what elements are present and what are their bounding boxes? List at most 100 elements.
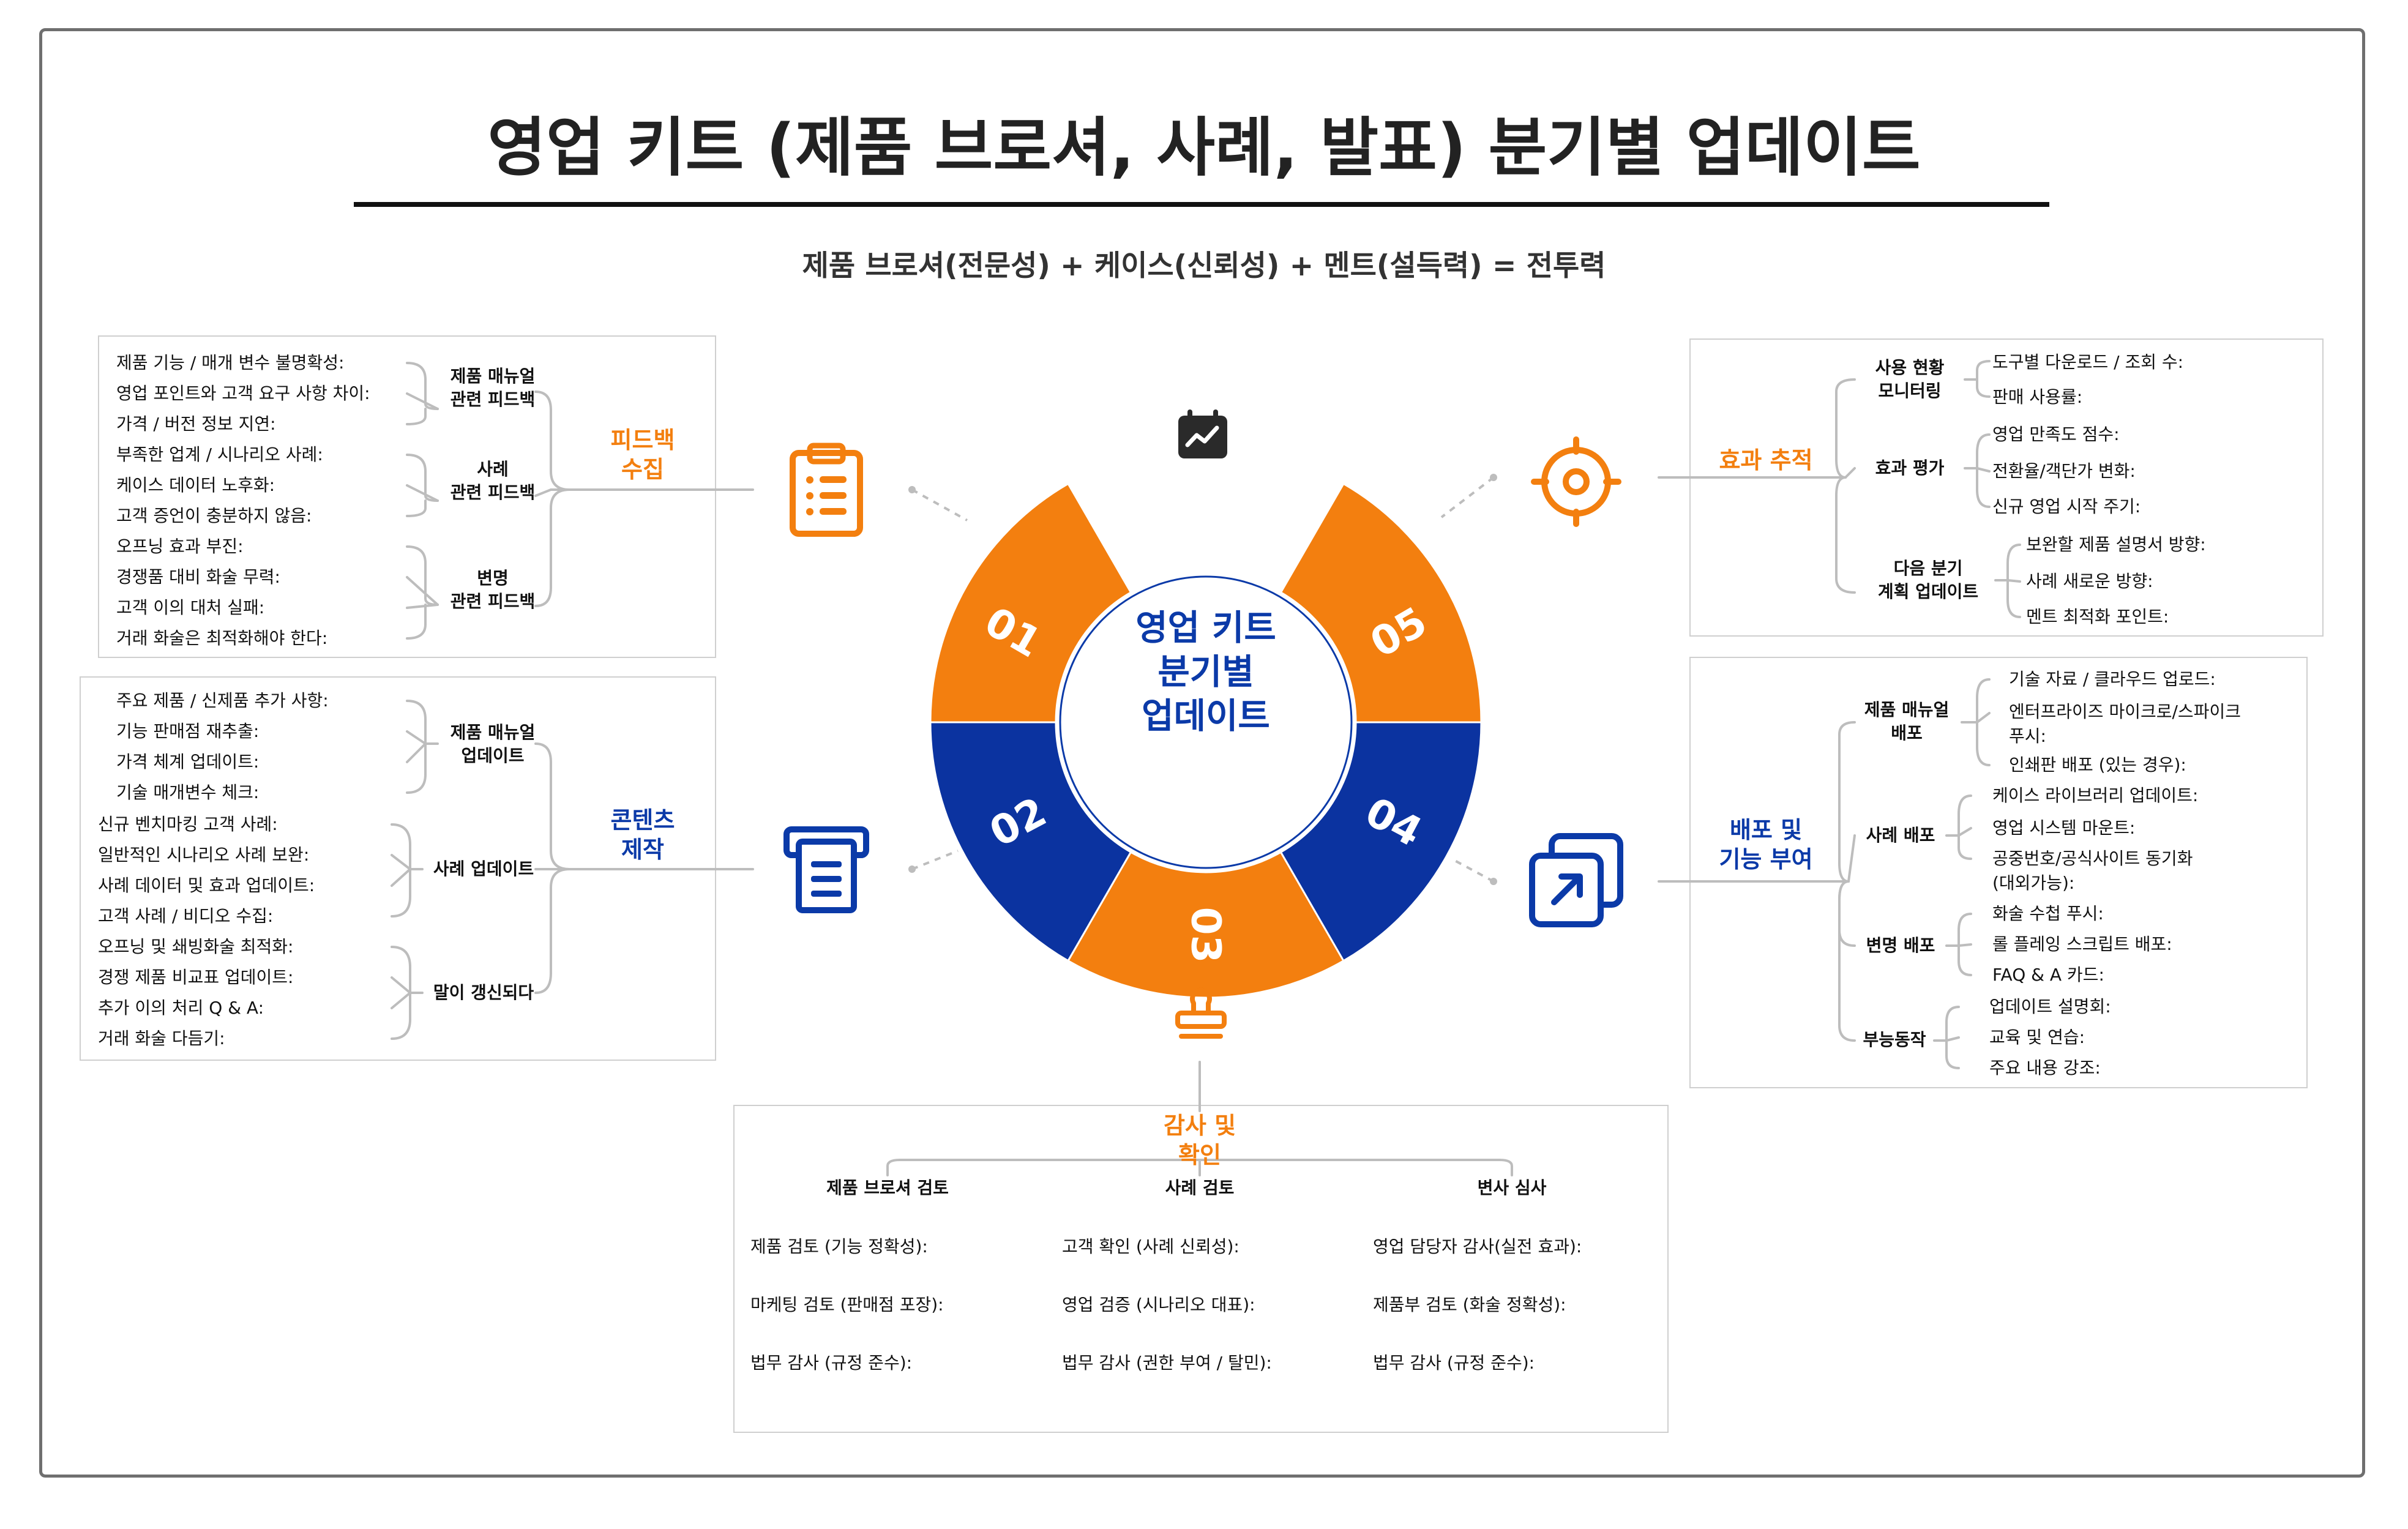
list-item: 오프닝 효과 부진:	[116, 536, 244, 556]
group-label-line: 배포	[1891, 723, 1923, 743]
page-title: 영업 키트 (제품 브로셔, 사례, 발표) 분기별 업데이트	[487, 110, 1921, 185]
list-item: 고객 사례 / 비디오 수집:	[98, 906, 274, 926]
list-item: 케이스 데이터 노후화:	[116, 475, 275, 495]
list-item: 법무 감사 (규정 준수):	[1373, 1353, 1535, 1373]
list-item: 오프닝 및 쇄빙화술 최적화:	[98, 936, 294, 957]
group-label-line: 관련 피드백	[450, 591, 536, 611]
hub-line: 배포 및	[1729, 817, 1803, 843]
list-item: 사례 데이터 및 효과 업데이트:	[98, 875, 315, 895]
hub-line: 효과 추적	[1719, 447, 1813, 474]
group-label-line: 사례	[477, 459, 509, 479]
content-group-label: 제품 매뉴얼 업데이트	[435, 721, 551, 768]
list-item: 법무 감사 (규정 준수):	[750, 1353, 913, 1373]
title-underline	[354, 202, 2049, 207]
list-item: 푸시:	[2009, 726, 2046, 746]
group-label-line: 사례 배포	[1866, 825, 1935, 845]
list-item: 교육 및 연습:	[1989, 1027, 2085, 1047]
group-label-line: 업데이트	[461, 746, 525, 766]
distribution-hub-label: 배포 및 기능 부여	[1705, 815, 1827, 874]
group-label-line: 효과 평가	[1875, 458, 1945, 478]
list-item: 영업 검증 (시나리오 대표):	[1062, 1295, 1255, 1315]
list-item: 제품 검토 (기능 정확성):	[750, 1236, 928, 1257]
group-label-line: 사용 현황	[1875, 357, 1945, 378]
list-item: 가격 / 버전 정보 지연:	[116, 414, 276, 434]
list-item: 기술 매개변수 체크:	[116, 782, 260, 802]
hub-line: 피드백	[610, 427, 675, 454]
formula-subtitle: 제품 브로셔(전문성) + 케이스(신뢰성) + 멘트(설득력) = 전투력	[802, 249, 1606, 283]
list-item: 영업 담당자 감사(실전 효과):	[1373, 1236, 1582, 1257]
feedback-group-label: 변명 관련 피드백	[435, 567, 551, 613]
center-label: 영업 키트 분기별 업데이트	[1065, 606, 1347, 738]
feedback-group-label: 사례 관련 피드백	[435, 458, 551, 504]
list-item: 추가 이의 처리 Q & A:	[98, 998, 264, 1018]
group-label-line: 사례 업데이트	[433, 859, 534, 879]
content-group-label: 사례 업데이트	[422, 858, 545, 881]
distribution-group-label: 부능동작	[1855, 1028, 1934, 1052]
list-item: 주요 제품 / 신제품 추가 사항:	[116, 690, 329, 711]
tracking-group-label: 효과 평가	[1855, 457, 1965, 480]
list-item: 제품부 검토 (화술 정확성):	[1373, 1295, 1566, 1315]
group-label-line: 모니터링	[1878, 381, 1942, 401]
calendar-chart-icon	[1178, 409, 1227, 458]
list-item: 부족한 업계 / 시나리오 사례:	[116, 444, 323, 465]
clipboard-list-icon	[790, 443, 863, 537]
list-item: 제품 기능 / 매개 변수 불명확성:	[116, 353, 345, 373]
list-item: 영업 시스템 마운트:	[1992, 818, 2136, 838]
distribution-panel	[1689, 657, 2308, 1088]
group-label-line: 말이 갱신되다	[433, 982, 534, 1003]
distribution-group-label: 사례 배포	[1855, 824, 1946, 847]
list-item: 고객 이의 대처 실패:	[116, 597, 265, 618]
group-label-line: 부능동작	[1863, 1030, 1926, 1050]
group-label-line: 제품 매뉴얼	[450, 722, 536, 742]
list-item: 기술 자료 / 클라우드 업로드:	[2009, 669, 2216, 689]
content-hub-label: 콘텐츠 제작	[585, 806, 701, 864]
hub-line: 수집	[621, 456, 664, 483]
list-item: 기능 판매점 재추출:	[116, 721, 260, 741]
list-item: 케이스 라이브러리 업데이트:	[1992, 785, 2199, 806]
audit-column-label: 사례 검토	[1165, 1178, 1235, 1198]
group-label-line: 다음 분기	[1893, 558, 1963, 578]
list-item: 고객 증언이 충분하지 않음:	[116, 506, 312, 526]
tracking-group-label: 다음 분기 계획 업데이트	[1861, 557, 1995, 604]
group-label-line: 변명	[477, 568, 509, 588]
list-item: 신규 벤치마킹 고객 사례:	[98, 814, 278, 834]
list-item: 공중번호/공식사이트 동기화	[1992, 848, 2193, 869]
audit-column-label: 변사 심사	[1477, 1178, 1547, 1198]
list-item: 롤 플레잉 스크립트 배포:	[1992, 934, 2172, 954]
center-line-1: 영업 키트	[1135, 608, 1276, 648]
feedback-hub-label: 피드백 수집	[585, 425, 701, 484]
center-line-3: 업데이트	[1142, 696, 1270, 736]
stamp-icon	[1175, 987, 1227, 1039]
list-item: 영업 포인트와 고객 요구 사항 차이:	[116, 383, 370, 403]
list-item: 인쇄판 배포 (있는 경우):	[2009, 755, 2186, 775]
audit-column-label: 제품 브로셔 검토	[826, 1178, 949, 1198]
list-item: 엔터프라이즈 마이크로/스파이크	[2009, 701, 2241, 722]
hub-line: 확인	[1178, 1142, 1221, 1168]
group-label-line: 제품 매뉴얼	[1864, 700, 1950, 720]
external-link-icon	[1529, 833, 1623, 927]
list-item: 전환율/객단가 변화:	[1992, 461, 2136, 481]
list-item: 신규 영업 시작 주기:	[1992, 496, 2141, 517]
list-item: 사례 새로운 방향:	[2026, 571, 2153, 591]
list-item: 거래 화술은 최적화해야 한다:	[116, 628, 328, 648]
content-group-label: 말이 갱신되다	[422, 981, 545, 1004]
hub-line: 제작	[621, 836, 664, 863]
audit-hub-label: 감사 및 확인	[1139, 1111, 1261, 1170]
hub-line: 콘텐츠	[610, 807, 675, 834]
group-label-line: 제품 매뉴얼	[450, 366, 536, 386]
group-label-line: 계획 업데이트	[1877, 581, 1979, 602]
list-item: 멘트 최적화 포인트:	[2026, 607, 2169, 627]
list-item: 가격 체계 업데이트:	[116, 752, 260, 772]
group-label-line: 관련 피드백	[450, 482, 536, 503]
list-item: 경쟁품 대비 화술 무력:	[116, 567, 280, 587]
group-label-line: 관련 피드백	[450, 389, 536, 409]
feedback-group-label: 제품 매뉴얼 관련 피드백	[435, 365, 551, 411]
list-item: 업데이트 설명회:	[1989, 996, 2111, 1017]
list-item: (대외가능):	[1992, 873, 2075, 893]
diagram-frame	[39, 28, 2365, 1478]
hub-line: 감사 및	[1163, 1112, 1236, 1139]
tracking-group-label: 사용 현황 모니터링	[1855, 356, 1965, 403]
group-label-line: 변명 배포	[1866, 935, 1935, 955]
list-item: 마케팅 검토 (판매점 포장):	[750, 1295, 944, 1315]
